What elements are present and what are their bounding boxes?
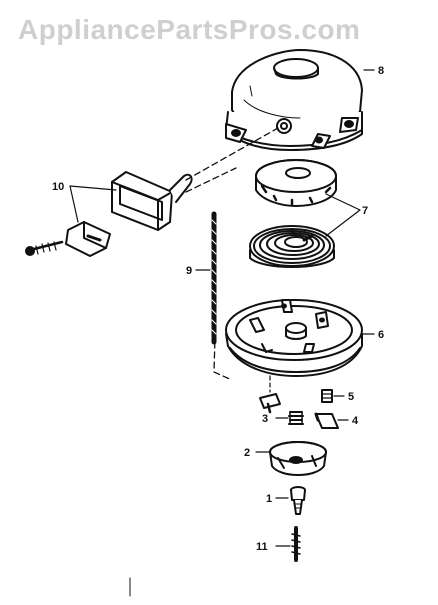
callout-4: 4 bbox=[352, 415, 359, 427]
callout-9: 9 bbox=[186, 265, 192, 277]
part-spring-keeper bbox=[255, 159, 337, 207]
callout-1: 1 bbox=[266, 493, 272, 505]
part-dog bbox=[314, 412, 339, 429]
part-starter-rope bbox=[211, 211, 217, 345]
leader-line bbox=[325, 193, 361, 237]
callout-3: 3 bbox=[262, 413, 268, 425]
callout-8: 8 bbox=[378, 65, 384, 77]
part-center-screw bbox=[290, 486, 306, 515]
part-rewind-spring bbox=[249, 225, 335, 268]
part-spring bbox=[288, 411, 304, 425]
watermark-text: AppliancePartsPros.com bbox=[18, 14, 361, 45]
part-spring-pin bbox=[291, 526, 301, 562]
part-pulley-pin bbox=[259, 393, 281, 414]
part-housing bbox=[225, 49, 363, 151]
part-handle-clip bbox=[25, 221, 111, 257]
callout-11: 11 bbox=[256, 541, 268, 553]
part-starter-handle bbox=[111, 171, 193, 231]
callout-7: 7 bbox=[362, 205, 368, 217]
part-screw bbox=[321, 389, 333, 403]
callout-2: 2 bbox=[244, 447, 250, 459]
part-pulley bbox=[225, 299, 363, 377]
callout-5: 5 bbox=[348, 391, 354, 403]
callout-10: 10 bbox=[52, 181, 64, 193]
callout-6: 6 bbox=[378, 329, 384, 341]
part-retainer bbox=[269, 441, 327, 476]
leader-line bbox=[69, 185, 117, 223]
